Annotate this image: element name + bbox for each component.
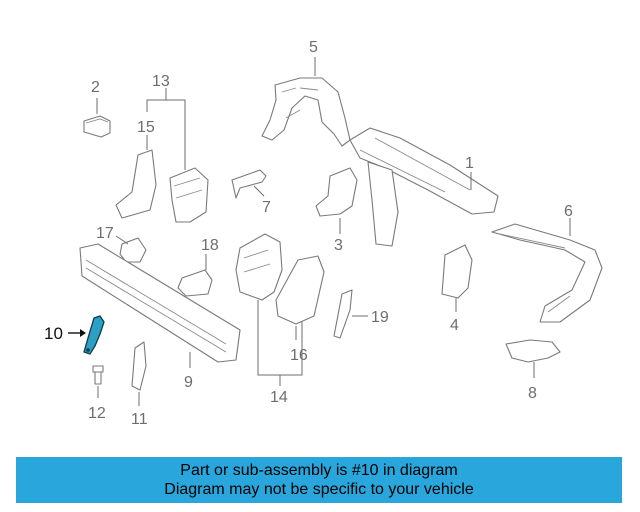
callout-1: 1: [465, 155, 474, 172]
part-18: 18: [177, 237, 219, 297]
callout-9: 9: [184, 374, 193, 391]
callout-5: 5: [309, 39, 318, 56]
parts-diagram: 5 2 13 15 7 1 3: [44, 39, 603, 428]
part-4: 4: [441, 244, 473, 334]
part-3: 3: [315, 167, 358, 254]
callout-4: 4: [450, 317, 459, 334]
callout-6: 6: [564, 203, 573, 220]
callout-13: 13: [152, 73, 170, 90]
callout-14: 14: [270, 389, 288, 406]
part-9: 9: [79, 243, 241, 391]
part-5: 5: [261, 39, 351, 147]
info-banner: Part or sub-assembly is #10 in diagram D…: [16, 457, 622, 503]
part-14: 14: [235, 233, 303, 406]
callout-12: 12: [88, 405, 106, 422]
part-19: 19: [333, 289, 389, 339]
part-6: 6: [491, 203, 603, 323]
callout-15: 15: [137, 119, 155, 136]
callout-7: 7: [262, 199, 271, 216]
part-8: 8: [505, 339, 561, 402]
callout-11: 11: [131, 411, 148, 428]
part-2: 2: [83, 79, 111, 138]
part-10-highlighted: 10: [44, 315, 105, 355]
callout-19: 19: [371, 309, 389, 326]
part-13-15: 13 15: [115, 73, 209, 223]
callout-3: 3: [334, 237, 343, 254]
callout-2: 2: [91, 79, 100, 96]
callout-8: 8: [528, 385, 537, 402]
callout-17: 17: [96, 225, 114, 242]
part-11: 11: [131, 341, 148, 428]
callout-16: 16: [290, 347, 308, 364]
banner-line-2: Diagram may not be specific to your vehi…: [164, 481, 474, 498]
part-12: 12: [88, 365, 106, 422]
banner-line-1: Part or sub-assembly is #10 in diagram: [180, 462, 458, 479]
callout-18: 18: [201, 237, 219, 254]
part-16: 16: [275, 255, 325, 364]
part-17: 17: [96, 225, 147, 263]
part-1: 1: [349, 127, 499, 247]
callout-10: 10: [44, 324, 63, 343]
part-7: 7: [231, 169, 271, 216]
